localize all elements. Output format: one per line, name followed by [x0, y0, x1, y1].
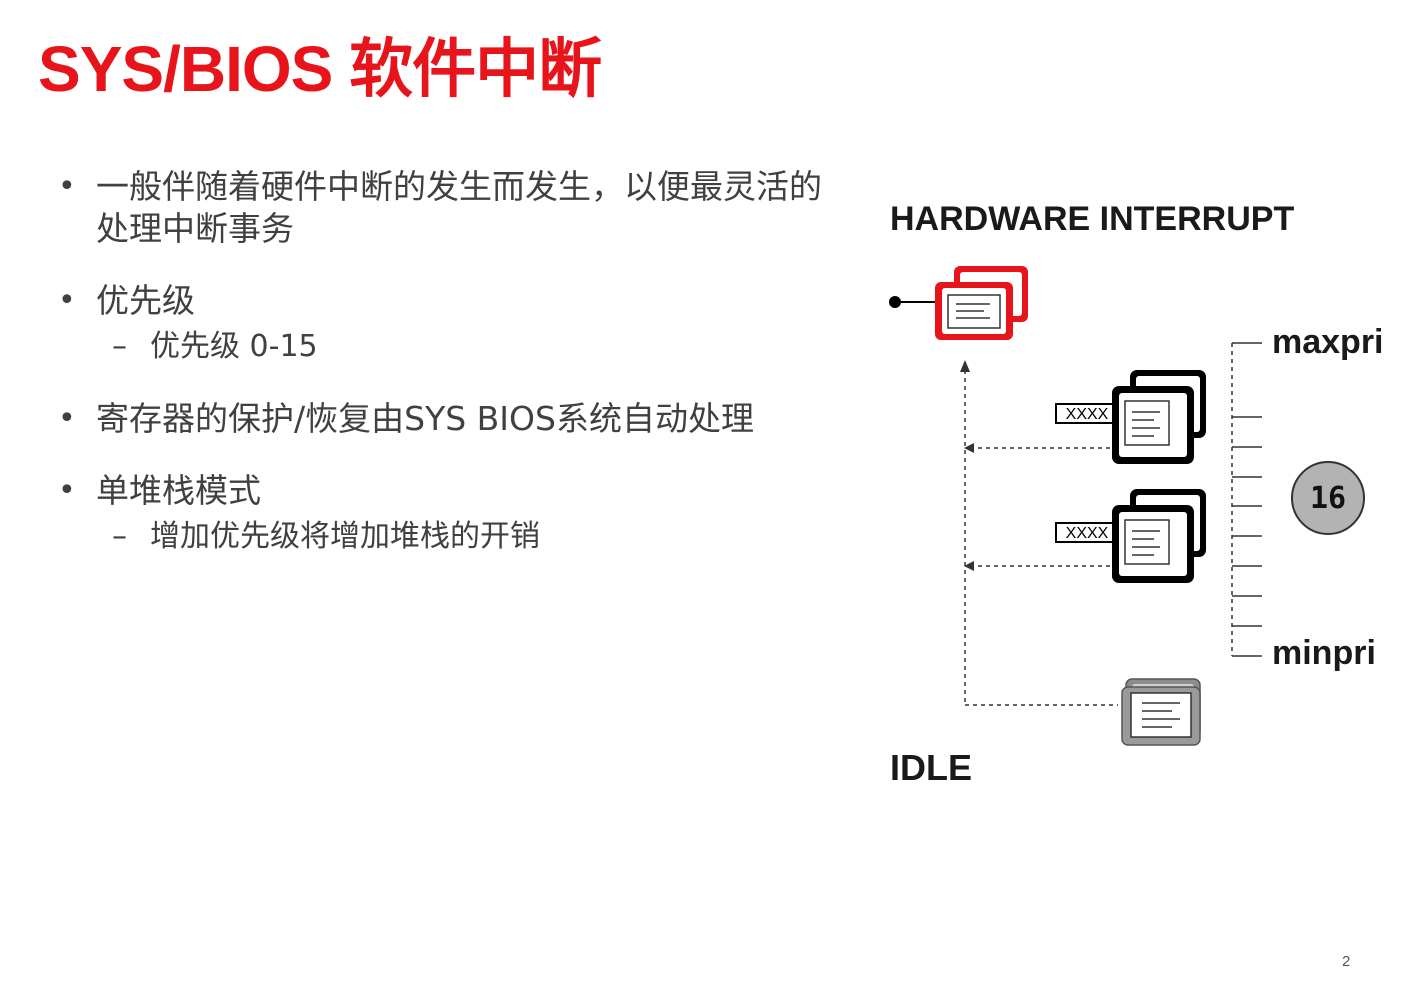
maxpri-label: maxpri: [1272, 323, 1384, 361]
bullet-dot: •: [58, 473, 76, 508]
priority-count-badge: 16: [1291, 461, 1365, 535]
idle-label: IDLE: [890, 747, 972, 788]
bullet-text: 一般伴随着硬件中断的发生而发生，以便最灵活的处理中断事务: [96, 167, 822, 248]
swi-task-stack-icon: XXXX: [1055, 489, 1206, 583]
priority-ladder: [1231, 342, 1262, 657]
minpri-label: minpri: [1272, 634, 1376, 672]
sub-bullet-dash: –: [112, 519, 127, 554]
page-number: 2: [1342, 953, 1351, 970]
swi-task-stack-icon: XXXX: [1055, 370, 1206, 464]
bullet-item-2: • 优先级: [56, 280, 836, 322]
preemption-dashed-lines: [960, 360, 1118, 706]
sub-bullet-item-4: – 增加优先级将增加堆栈的开销: [56, 516, 836, 558]
bullet-dot: •: [58, 283, 76, 318]
bullet-list: • 一般伴随着硬件中断的发生而发生，以便最灵活的处理中断事务 • 优先级 – 优…: [56, 166, 836, 558]
bullet-text: 寄存器的保护/恢复由SYS BIOS系统自动处理: [96, 399, 754, 438]
idle-task-stack-icon: [1121, 678, 1201, 746]
slide-title: SYS/BIOS 软件中断: [38, 33, 602, 105]
hwi-task-stack-icon: [935, 266, 1028, 340]
bullet-item-1: • 一般伴随着硬件中断的发生而发生，以便最灵活的处理中断事务: [56, 166, 836, 250]
priority-count-value: 16: [1310, 481, 1346, 516]
sub-bullet-text: 优先级 0-15: [150, 329, 318, 364]
swi-tag-2: XXXX: [1066, 525, 1109, 542]
bullet-item-3: • 寄存器的保护/恢复由SYS BIOS系统自动处理: [56, 398, 836, 440]
hwi-trigger-connector: [889, 296, 938, 308]
sub-bullet-text: 增加优先级将增加堆栈的开销: [150, 519, 540, 554]
bullet-dot: •: [58, 169, 76, 204]
bullet-text: 优先级: [96, 281, 195, 320]
interrupt-priority-diagram: HARDWARE INTERRUPT XXXX: [889, 200, 1384, 788]
bullet-dot: •: [58, 401, 76, 436]
bullet-text: 单堆栈模式: [96, 471, 261, 510]
sub-bullet-item-2: – 优先级 0-15: [56, 326, 836, 368]
hardware-interrupt-label: HARDWARE INTERRUPT: [890, 200, 1294, 238]
bullet-item-4: • 单堆栈模式: [56, 470, 836, 512]
sub-bullet-dash: –: [112, 329, 127, 364]
swi-tag-1: XXXX: [1066, 406, 1109, 423]
